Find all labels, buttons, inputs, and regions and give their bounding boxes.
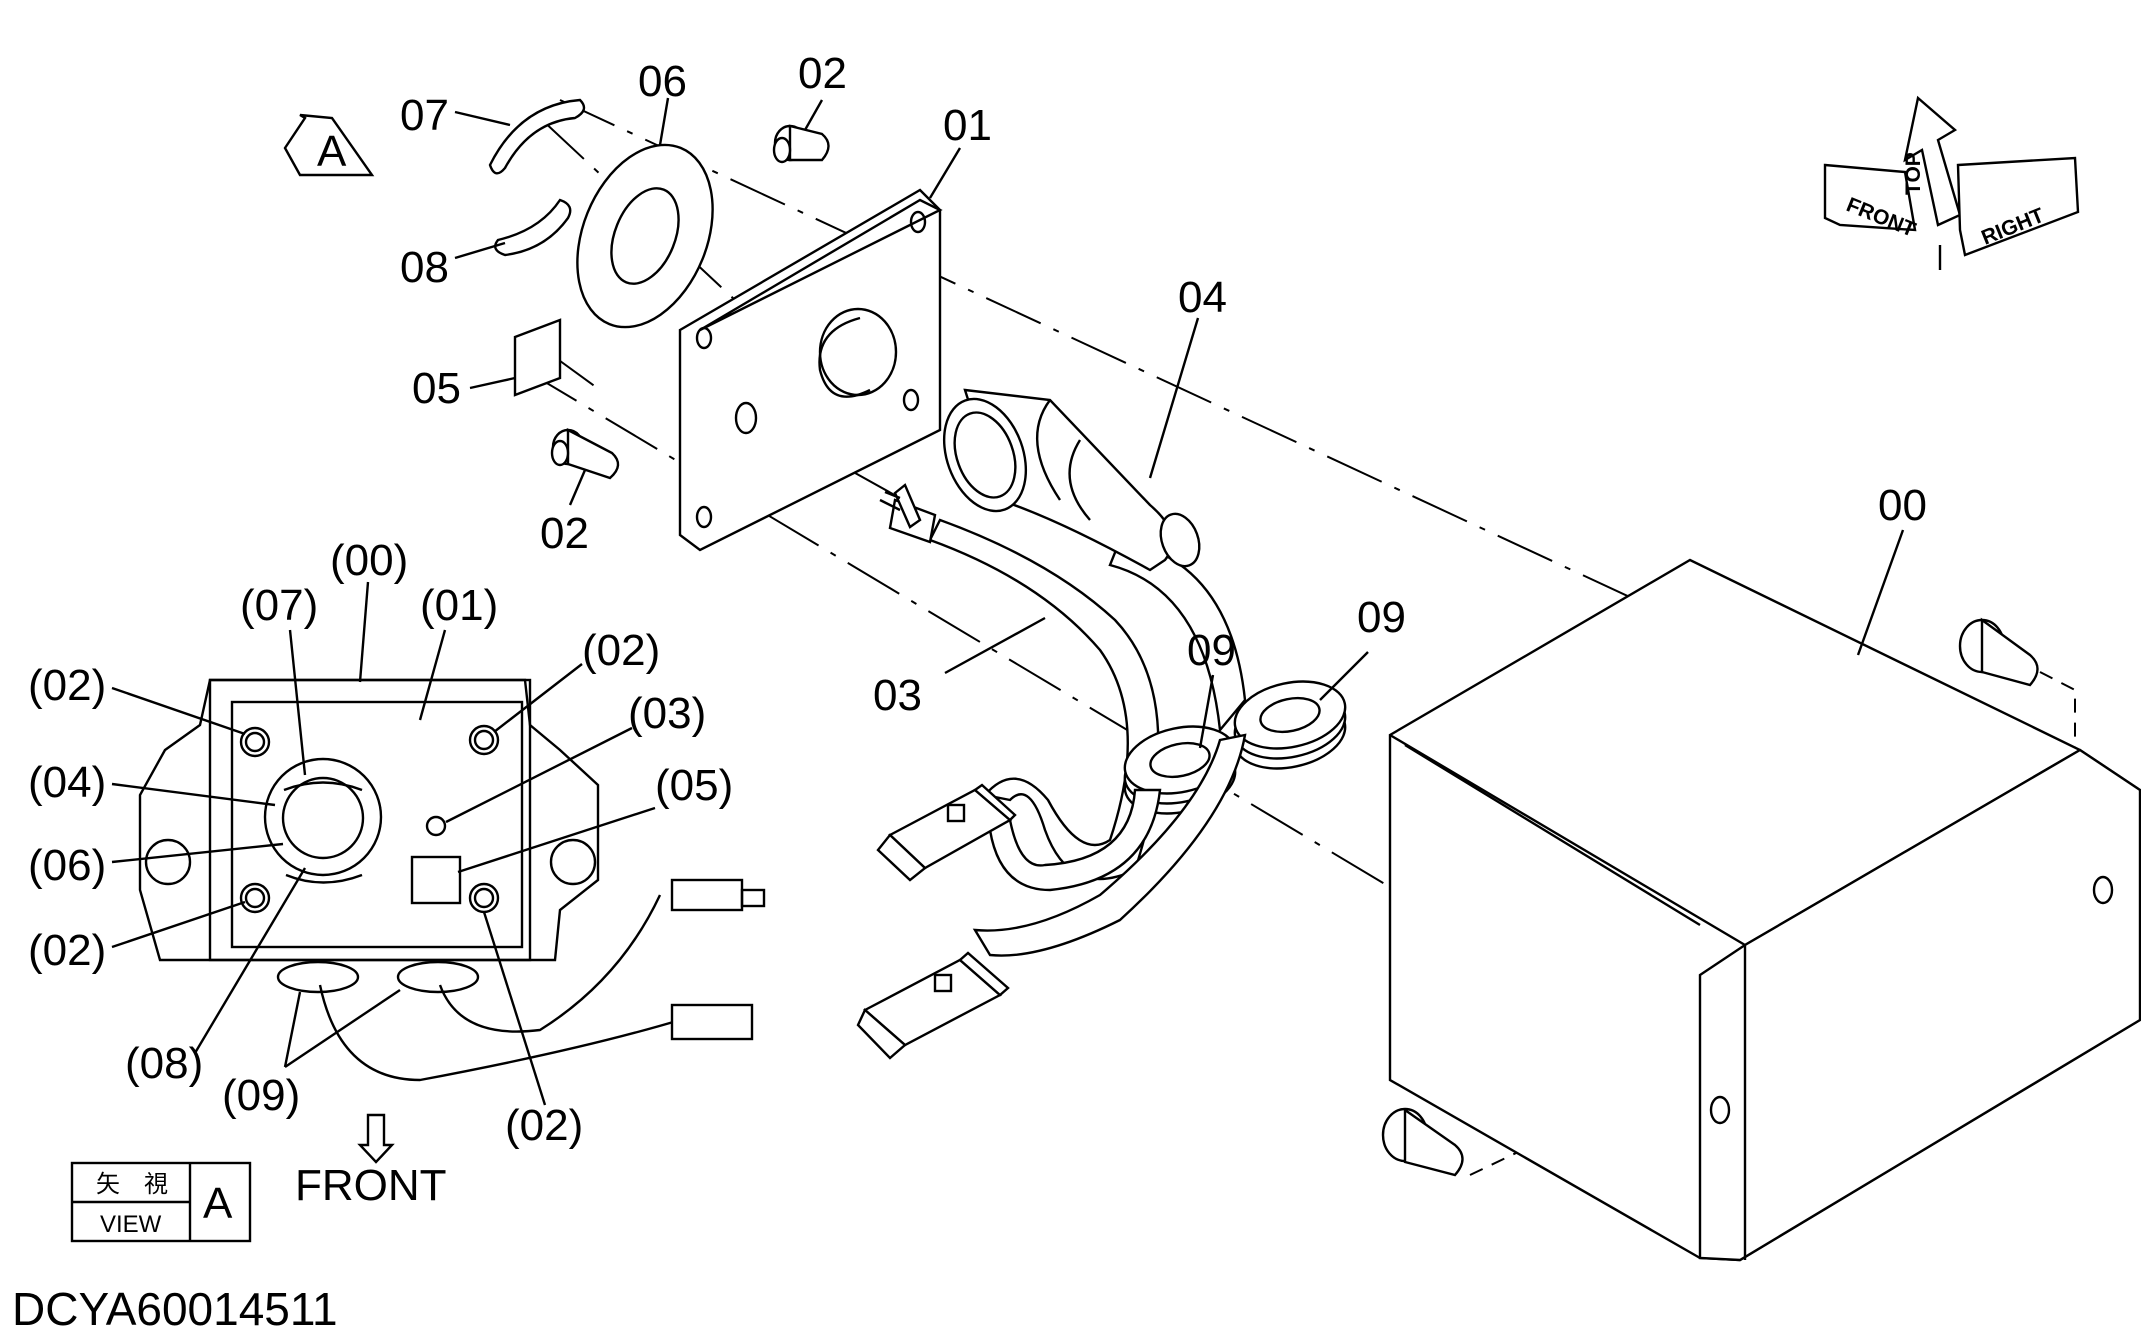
view-a-leader-lines [111,581,656,1106]
mounting-plate-01 [678,188,943,552]
grommet-09-right [1233,680,1347,770]
seal-08 [494,198,572,257]
label-03: 03 [873,671,922,720]
bolt-box-upper [1958,617,2039,687]
bolt-02-bottom [550,428,620,480]
label-05: 05 [412,364,461,413]
switch-harness-03 [879,483,1160,881]
view-label-02-d: (02) [505,1101,583,1150]
view-label-02-c: (02) [28,926,106,975]
label-09-right: 09 [1357,593,1406,642]
washer-06 [576,143,714,329]
label-09-left: 09 [1187,626,1236,675]
view-label-08: (08) [125,1039,203,1088]
view-a-labels: (00) (01) (02) (02) (02) (02) (03) (04) … [28,536,733,1150]
front-text: FRONT [295,1161,447,1210]
view-label-07: (07) [240,581,318,630]
view-box-view: VIEW [100,1211,162,1238]
label-07: 07 [400,91,449,140]
view-label-01: (01) [420,581,498,630]
label-02-bottom: 02 [540,509,589,558]
connector-lower [856,951,1010,1060]
view-label-00: (00) [330,536,408,585]
view-label-02-a: (02) [28,661,106,710]
view-label-06: (06) [28,841,106,890]
orientation-top-label: TOP [1902,152,1925,195]
harness-cables [972,733,1247,957]
label-04: 04 [1178,273,1227,322]
seal-07 [488,98,586,175]
view-a-detail [138,678,766,1082]
front-arrow [357,1113,395,1164]
part-number-labels: 00 01 02 02 03 04 05 06 07 08 09 09 [400,49,1927,720]
bolt-02-top [772,124,830,164]
view-arrow-letter: A [317,127,347,176]
switch-connector-04 [942,388,1247,733]
drawing-code: DCYA60014511 [12,1283,338,1335]
bolt-box-lower [1381,1107,1464,1177]
label-00: 00 [1878,481,1927,530]
view-label-05: (05) [655,761,733,810]
view-box [70,1161,252,1243]
view-label-04: (04) [28,758,106,807]
view-box-letter: A [203,1179,233,1228]
label-08: 08 [400,243,449,292]
view-arrow-a [283,113,375,177]
view-label-02-b: (02) [582,626,660,675]
view-box-kanji: 矢 視 [96,1171,168,1198]
connector-upper [876,783,1017,882]
label-06: 06 [638,57,687,106]
label-02-top: 02 [798,49,847,98]
view-label-03: (03) [628,689,706,738]
housing-box-00 [1388,558,2141,1262]
leader-lines [454,97,1905,749]
label-plate-05 [513,318,562,397]
view-label-09: (09) [222,1071,300,1120]
orientation-symbol [1823,95,2080,270]
label-01: 01 [943,101,992,150]
